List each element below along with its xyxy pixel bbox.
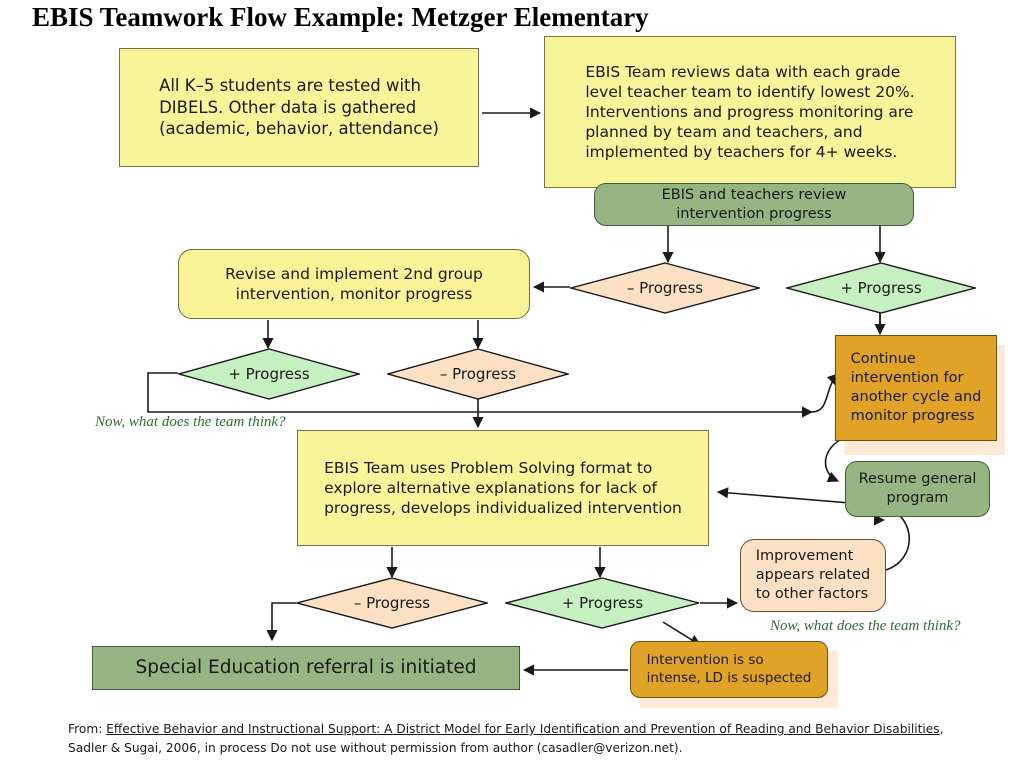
node-improvement-other-label: Improvement appears related to other fac… <box>755 548 871 602</box>
node-sped-referral-label: Special Education referral is initiated <box>135 656 477 678</box>
node-continue-intervention[interactable]: Continue intervention for another cycle … <box>835 335 997 441</box>
node-review-progress[interactable]: EBIS and teachers review intervention pr… <box>594 183 914 226</box>
footer-prefix: From: <box>68 722 107 736</box>
decision-d2-pos-shape <box>176 348 362 400</box>
page-title: EBIS Teamwork Flow Example: Metzger Elem… <box>32 2 649 32</box>
node-team-review-label: EBIS Team reviews data with each grade l… <box>585 62 915 162</box>
node-screening-label: All K–5 students are tested with DIBELS.… <box>159 76 439 139</box>
decision-d3-pos-shape <box>503 577 700 629</box>
node-resume-general-label: Resume general program <box>858 471 977 506</box>
node-review-progress-label: EBIS and teachers review intervention pr… <box>661 186 847 222</box>
annotation-upper: Now, what does the team think? <box>95 414 286 430</box>
decision-d1-pos-shape <box>784 262 978 314</box>
footer-title: Effective Behavior and Instructional Sup… <box>106 722 940 736</box>
decision-d2-neg-shape <box>385 348 571 400</box>
annotation-lower: Now, what does the team think? <box>770 618 961 634</box>
node-ld-suspected-label: Intervention is so intense, LD is suspec… <box>646 651 812 686</box>
decision-d3-neg-shape <box>294 577 490 629</box>
decision-d2-pos[interactable]: + Progress <box>176 348 362 400</box>
decision-d1-neg-shape <box>568 262 762 314</box>
node-sped-referral[interactable]: Special Education referral is initiated <box>92 646 520 690</box>
node-ld-suspected[interactable]: Intervention is so intense, LD is suspec… <box>630 641 828 698</box>
node-team-review[interactable]: EBIS Team reviews data with each grade l… <box>544 36 956 188</box>
decision-d3-neg[interactable]: – Progress <box>294 577 490 629</box>
footer-citation: From: Effective Behavior and Instruction… <box>68 720 968 758</box>
node-resume-general[interactable]: Resume general program <box>845 461 990 517</box>
node-revise[interactable]: Revise and implement 2nd group intervent… <box>178 249 530 319</box>
decision-d1-pos[interactable]: + Progress <box>784 262 978 314</box>
node-problem-solving-label: EBIS Team uses Problem Solving format to… <box>324 458 682 518</box>
node-screening[interactable]: All K–5 students are tested with DIBELS.… <box>119 48 479 167</box>
footer-suffix: , Sadler & Sugai, 2006, in process Do no… <box>68 722 944 755</box>
decision-d2-neg[interactable]: – Progress <box>385 348 571 400</box>
decision-d3-pos[interactable]: + Progress <box>503 577 700 629</box>
decision-d1-neg[interactable]: – Progress <box>568 262 762 314</box>
node-improvement-other[interactable]: Improvement appears related to other fac… <box>740 539 886 612</box>
node-revise-label: Revise and implement 2nd group intervent… <box>225 264 483 303</box>
node-continue-intervention-label: Continue intervention for another cycle … <box>850 351 982 424</box>
node-problem-solving[interactable]: EBIS Team uses Problem Solving format to… <box>297 430 709 546</box>
